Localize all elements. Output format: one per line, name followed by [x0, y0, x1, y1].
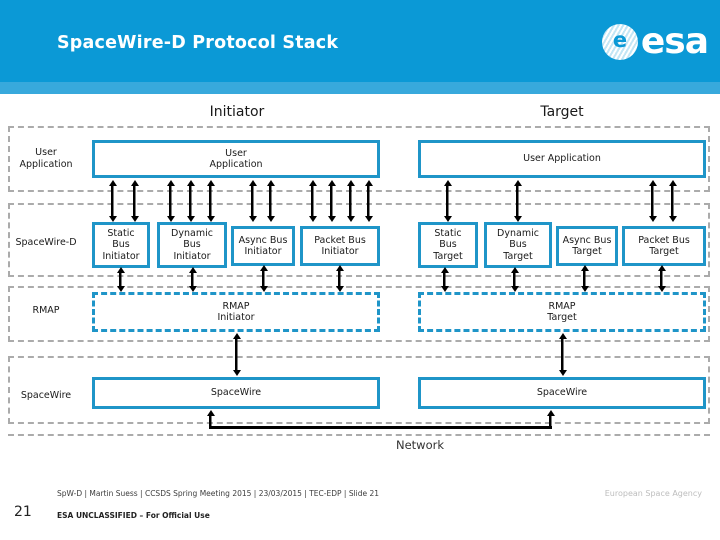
network-connector-line [209, 426, 552, 429]
box-static-bus-target: Static Bus Target [418, 222, 478, 268]
box-rmap-initiator: RMAP Initiator [92, 292, 380, 332]
band-spacewire [8, 356, 710, 424]
double-arrow [346, 180, 355, 222]
esa-globe-icon: e [601, 24, 638, 60]
box-dynamic-bus-initiator: Dynamic Bus Initiator [157, 222, 227, 268]
footer-meta: SpW-D | Martin Suess | CCSDS Spring Meet… [57, 489, 380, 498]
network-up-arrow [546, 410, 555, 428]
footer-agency-watermark: European Space Agency [604, 489, 702, 498]
double-arrow [259, 265, 268, 292]
double-arrow [668, 180, 677, 222]
double-arrow [248, 180, 257, 222]
footer-classification: ESA UNCLASSIFIED – For Official Use [57, 511, 210, 520]
slide-title: SpaceWire-D Protocol Stack [57, 33, 339, 53]
double-arrow [440, 267, 449, 292]
double-arrow [166, 180, 175, 222]
double-arrow [232, 333, 241, 376]
double-arrow [188, 267, 197, 292]
double-arrow [657, 265, 666, 292]
esa-globe-e: e [612, 28, 628, 52]
box-static-bus-initiator: Static Bus Initiator [92, 222, 150, 268]
double-arrow [130, 180, 139, 222]
box-user-application-target: User Application [418, 140, 706, 178]
band-spacewire-d [8, 203, 710, 277]
box-dynamic-bus-target: Dynamic Bus Target [484, 222, 552, 268]
network-divider [8, 434, 710, 436]
double-arrow [266, 180, 275, 222]
box-async-bus-initiator: Async Bus Initiator [231, 226, 295, 266]
box-spacewire-target: SpaceWire [418, 377, 706, 409]
page-number: 21 [14, 504, 32, 520]
esa-logo: e esa [601, 21, 709, 62]
double-arrow [186, 180, 195, 222]
box-packet-bus-initiator: Packet Bus Initiator [300, 226, 380, 266]
double-arrow [513, 180, 522, 222]
row-label-user-application: User Application [19, 147, 73, 170]
box-async-bus-target: Async Bus Target [556, 226, 618, 266]
column-heading-target: Target [540, 104, 584, 120]
double-arrow [510, 267, 519, 292]
box-rmap-target: RMAP Target [418, 292, 706, 332]
double-arrow [558, 333, 567, 376]
double-arrow [108, 180, 117, 222]
double-arrow [327, 180, 336, 222]
double-arrow [648, 180, 657, 222]
double-arrow [206, 180, 215, 222]
double-arrow [308, 180, 317, 222]
double-arrow [116, 267, 125, 292]
network-label: Network [395, 438, 445, 452]
double-arrow [335, 265, 344, 292]
column-heading-initiator: Initiator [209, 104, 265, 120]
double-arrow [443, 180, 452, 222]
box-packet-bus-target: Packet Bus Target [622, 226, 706, 266]
box-user-application-initiator: User Application [92, 140, 380, 178]
network-up-arrow [206, 410, 215, 428]
row-label-spacewire: SpaceWire [20, 390, 72, 401]
row-label-rmap: RMAP [32, 305, 60, 316]
band-user-application [8, 126, 710, 192]
band-rmap [8, 286, 710, 342]
row-label-spacewire-d: SpaceWire-D [15, 237, 77, 248]
double-arrow [580, 265, 589, 292]
slide-header: SpaceWire-D Protocol Stack e esa [0, 0, 720, 94]
double-arrow [364, 180, 373, 222]
esa-wordmark: esa [640, 21, 709, 62]
box-spacewire-initiator: SpaceWire [92, 377, 380, 409]
